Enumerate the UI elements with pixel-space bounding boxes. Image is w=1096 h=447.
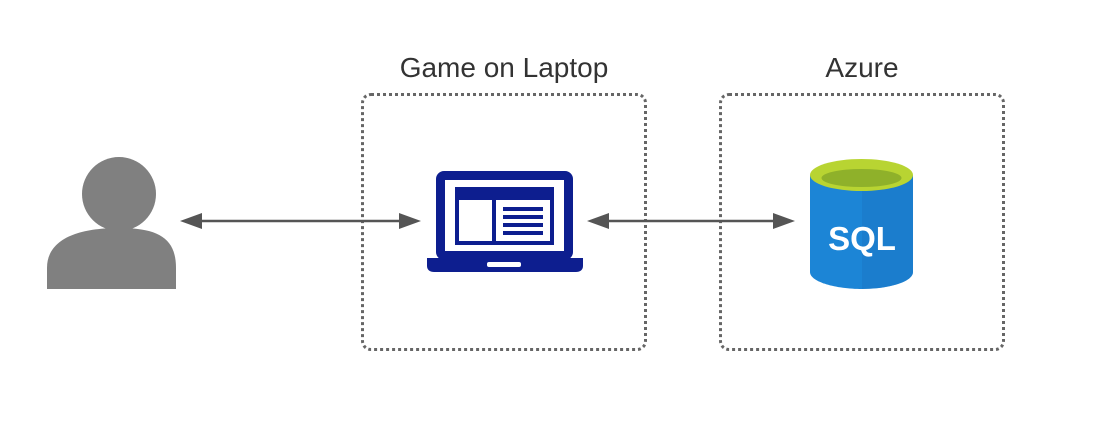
laptop-container-title: Game on Laptop (399, 52, 609, 83)
arrowhead-user-end (180, 213, 202, 229)
sql-database-icon: SQL (810, 159, 913, 289)
arrowhead-laptop-side (587, 213, 609, 229)
arrowhead-laptop-end (399, 213, 421, 229)
laptop-icon (427, 171, 583, 272)
user-icon (47, 157, 176, 289)
arrowhead-database-end (773, 213, 795, 229)
sql-label: SQL (828, 220, 896, 257)
azure-container-title: Azure (825, 52, 899, 83)
